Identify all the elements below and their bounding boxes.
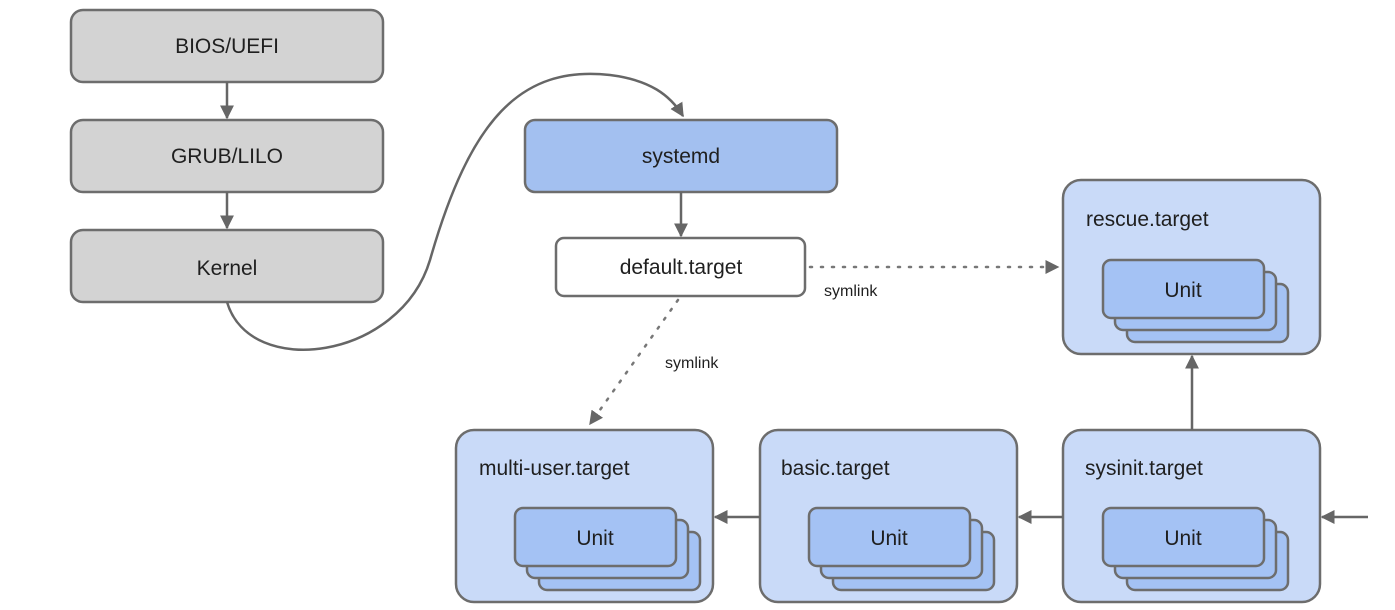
bios-node: BIOS/UEFI	[69, 8, 385, 84]
default-target-label: default.target	[620, 256, 743, 279]
multi-user-unit-stack: Unit	[513, 506, 702, 592]
systemd-label: systemd	[642, 145, 720, 168]
symlink-label-multiuser: symlink	[665, 355, 719, 372]
basic-unit-stack: Unit	[807, 506, 996, 592]
rescue-target-label: rescue.target	[1086, 208, 1209, 231]
multi-user-unit-label: Unit	[576, 527, 614, 550]
multi-user-target-node: multi-user.target Unit	[454, 428, 715, 604]
kernel-label: Kernel	[197, 257, 258, 280]
systemd-node: systemd	[523, 118, 839, 194]
default-to-multiuser-symlink	[588, 298, 680, 426]
rescue-unit-label: Unit	[1164, 279, 1202, 302]
basic-target-label: basic.target	[781, 457, 890, 480]
sysinit-target-label: sysinit.target	[1085, 457, 1203, 480]
rescue-unit-stack: Unit	[1101, 258, 1290, 344]
bios-label: BIOS/UEFI	[175, 35, 279, 58]
basic-target-node: basic.target Unit	[758, 428, 1019, 604]
bootloader-node: GRUB/LILO	[69, 118, 385, 194]
kernel-to-systemd-curve	[225, 72, 685, 351]
default-target-node: default.target	[554, 236, 807, 298]
basic-unit-label: Unit	[870, 527, 908, 550]
sysinit-target-node: sysinit.target Unit	[1061, 428, 1322, 604]
rescue-target-node: rescue.target Unit	[1061, 178, 1322, 356]
bootloader-label: GRUB/LILO	[171, 145, 283, 168]
multi-user-target-label: multi-user.target	[479, 457, 630, 480]
sysinit-unit-label: Unit	[1164, 527, 1202, 550]
kernel-node: Kernel	[69, 228, 385, 304]
symlink-label-rescue: symlink	[824, 283, 878, 300]
sysinit-unit-stack: Unit	[1101, 506, 1290, 592]
